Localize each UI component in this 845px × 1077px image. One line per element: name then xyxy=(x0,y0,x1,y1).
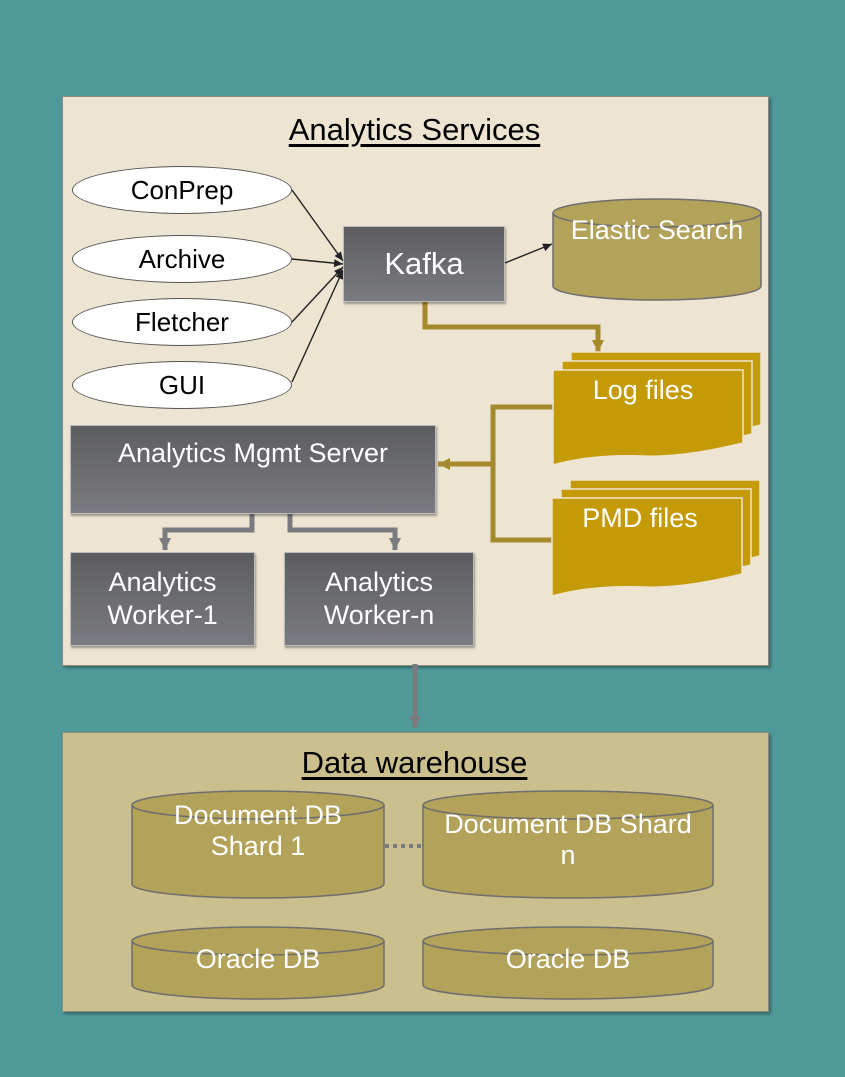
pmd-files-document xyxy=(551,479,761,597)
oracle-db-2-label: Oracle DB xyxy=(505,944,631,974)
shard-1-line-1: Document DB xyxy=(173,800,343,830)
source-connectors xyxy=(291,189,553,383)
data-warehouse-title: Data warehouse xyxy=(301,745,528,780)
shard-n-line-1: Document DB Shard xyxy=(444,809,692,839)
analytics-services-title: Analytics Services xyxy=(288,112,541,147)
files-bracket-connector xyxy=(490,404,553,543)
worker-1-line-2: Worker-1 xyxy=(107,600,218,630)
shard-n-label: Document DB Shard n xyxy=(423,809,713,871)
analytics-worker-n-box: Analytics Worker-n xyxy=(284,552,474,646)
shard-n-line-2: n xyxy=(560,840,576,870)
analytics-mgmt-server-box: Analytics Mgmt Server xyxy=(70,425,436,514)
worker-n-line-2: Worker-n xyxy=(323,600,435,630)
kafka-to-logs-connector xyxy=(422,302,604,352)
oracle-db-1-cylinder xyxy=(131,926,385,1000)
shard-1-label: Document DB Shard 1 xyxy=(132,800,384,862)
mgmt-to-workers-connectors xyxy=(159,514,401,550)
shard-1-line-2: Shard 1 xyxy=(210,831,306,861)
elastic-search-cylinder xyxy=(552,198,762,301)
oracle-db-1-label: Oracle DB xyxy=(195,944,321,974)
document-db-shard-1-cylinder xyxy=(131,790,385,899)
source-fletcher: Fletcher xyxy=(72,298,292,346)
pmd-files-label: PMD files xyxy=(582,503,698,533)
kafka-box: Kafka xyxy=(343,226,505,302)
worker-1-line-1: Analytics xyxy=(108,567,217,597)
log-files-document xyxy=(552,351,762,466)
document-db-shard-n-cylinder xyxy=(422,790,714,899)
source-archive: Archive xyxy=(72,235,292,283)
source-gui: GUI xyxy=(72,361,292,409)
elastic-search-label: Elastic Search xyxy=(570,215,744,245)
log-files-label: Log files xyxy=(592,375,694,405)
analytics-worker-1-box: Analytics Worker-1 xyxy=(70,552,255,646)
source-conprep: ConPrep xyxy=(72,166,292,214)
worker-n-line-1: Analytics xyxy=(324,567,434,597)
oracle-db-2-cylinder xyxy=(422,926,714,1000)
